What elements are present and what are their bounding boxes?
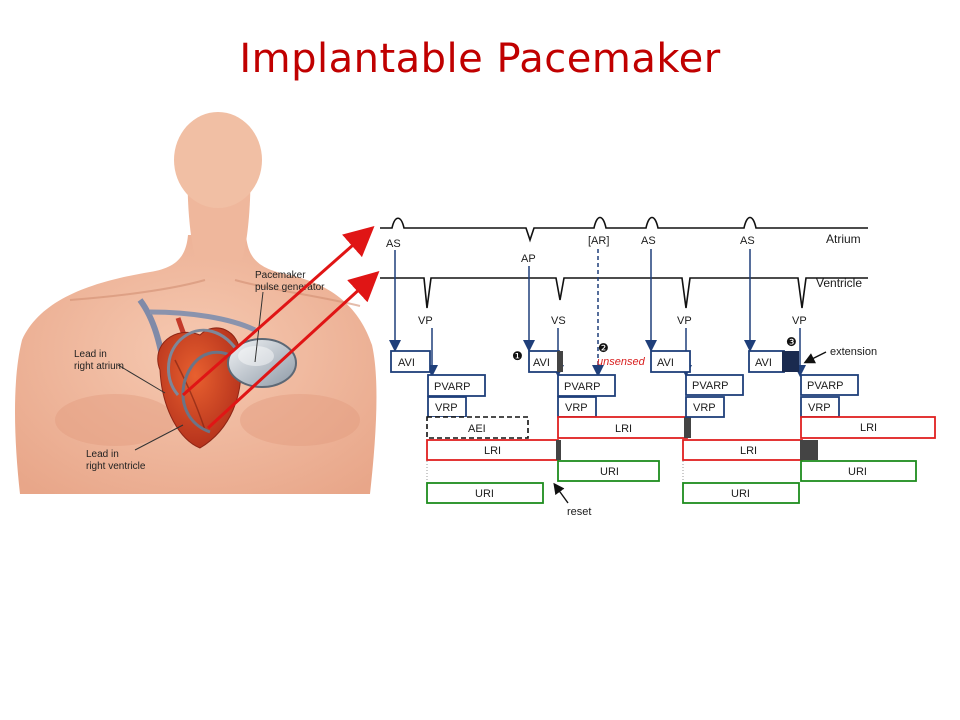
atrium-channel-label: Atrium <box>826 232 861 246</box>
vrp-box-2: VRP <box>565 402 588 414</box>
slide-title: Implantable Pacemaker <box>239 36 721 82</box>
event-vs: VS <box>551 315 566 327</box>
event-as-3: AS <box>740 235 755 247</box>
marker-2: ❷ <box>598 341 609 355</box>
pulse-generator <box>227 338 297 388</box>
avi-box-2: AVI <box>533 357 550 369</box>
head-shape <box>174 112 262 208</box>
event-ar: [AR] <box>588 235 609 247</box>
timing-diagram: Atrium Ventricle AS AP [AR] AS AS VP VS … <box>380 216 936 518</box>
vrp-box-4: VRP <box>808 402 831 414</box>
event-ap: AP <box>521 253 536 265</box>
lri-box-4: LRI <box>860 422 877 434</box>
pvarp-box-2: PVARP <box>564 381 600 393</box>
ventricle-channel-label: Ventricle <box>816 276 862 290</box>
lri-box-3: LRI <box>740 445 757 457</box>
aei-box: AEI <box>468 423 486 435</box>
event-vp-2: VP <box>677 315 692 327</box>
marker-1: ❶ <box>512 349 523 363</box>
reset-note: reset <box>567 506 591 518</box>
uri-box-4: URI <box>848 466 867 478</box>
atrial-lead <box>167 328 242 396</box>
ventricle-lead-label-line2: right ventricle <box>86 461 146 472</box>
ventricle-signal <box>380 277 868 309</box>
uri-box-1: URI <box>475 488 494 500</box>
generator-label-line1: Pacemaker <box>255 270 306 281</box>
avi-box-3: AVI <box>657 357 674 369</box>
event-vp-3: VP <box>792 315 807 327</box>
atrium-lead-label-line1: Lead in <box>74 349 107 360</box>
vrp-box-1: VRP <box>435 402 458 414</box>
event-as-2: AS <box>641 235 656 247</box>
extension-note: extension <box>830 346 877 358</box>
uri-box-3: URI <box>731 488 750 500</box>
avi-box-4: AVI <box>755 357 772 369</box>
event-vp-1: VP <box>418 315 433 327</box>
pvarp-box-1: PVARP <box>434 381 470 393</box>
unsensed-note: unsensed <box>597 356 646 368</box>
ventricular-lead <box>181 350 243 434</box>
vein-top <box>149 309 257 333</box>
uri-box-2: URI <box>600 466 619 478</box>
atrium-lead-label-line2: right atrium <box>74 361 124 372</box>
generator-label-line2: pulse generator <box>255 282 325 293</box>
lri-box-1: LRI <box>484 445 501 457</box>
lri-box-2: LRI <box>615 423 632 435</box>
event-as-1: AS <box>386 238 401 250</box>
ventricle-lead-label-line1: Lead in <box>86 449 119 460</box>
atrium-signal <box>380 216 868 243</box>
marker-3: ❸ <box>786 335 797 349</box>
avi-box-1: AVI <box>398 357 415 369</box>
vrp-box-3: VRP <box>693 402 716 414</box>
arrow-to-atrium <box>182 226 375 397</box>
arrow-to-ventricle <box>206 270 380 430</box>
pvarp-box-4: PVARP <box>807 380 843 392</box>
pvarp-box-3: PVARP <box>692 380 728 392</box>
anatomy-illustration: Pacemaker pulse generator Lead in right … <box>15 112 377 494</box>
